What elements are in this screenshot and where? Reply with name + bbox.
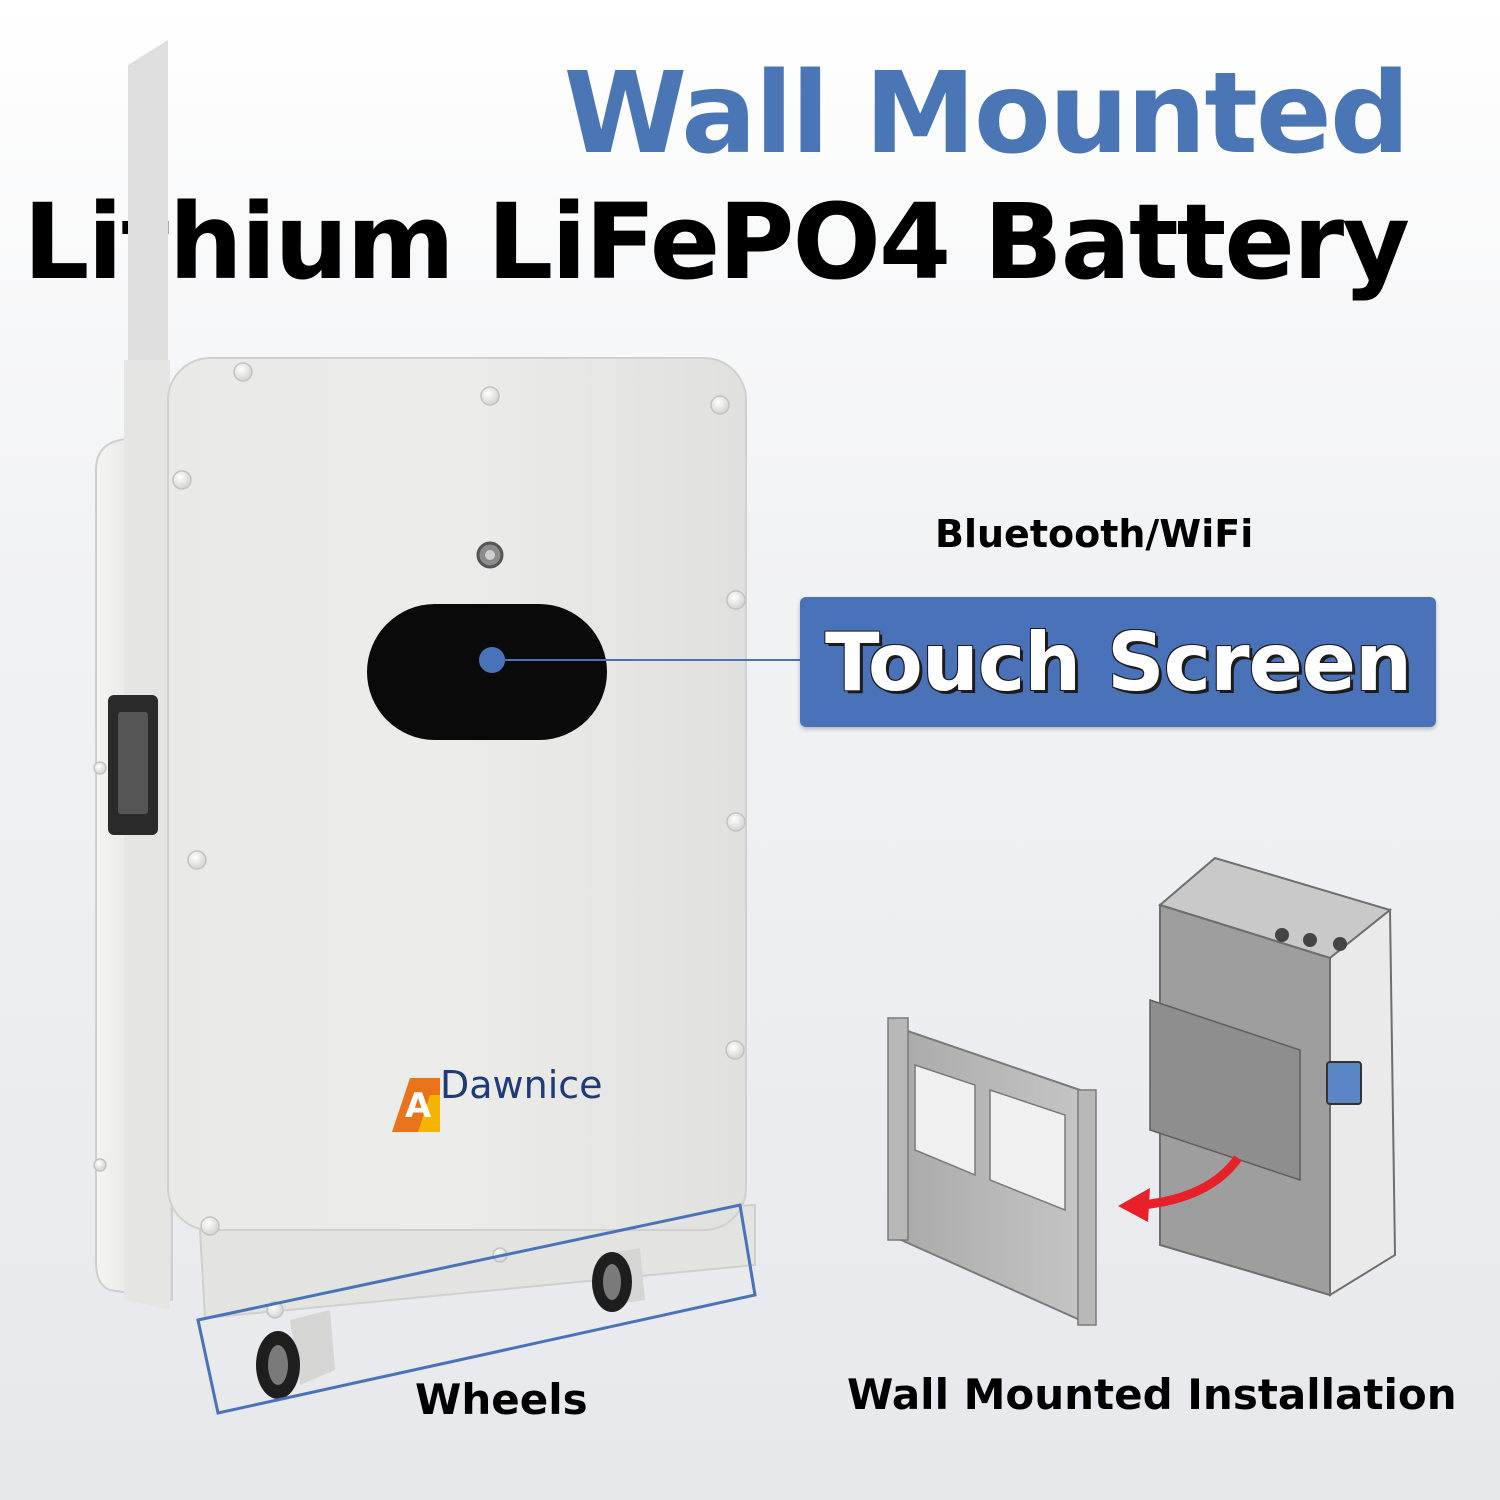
installation-label: Wall Mounted Installation [847,1370,1457,1419]
callout-dot [479,647,505,673]
caster-wheels [256,1248,645,1399]
mounted-battery-illustration [1149,856,1397,1297]
touch-screen-badge: Touch Screen [800,597,1436,727]
wheels-label: Wheels [415,1375,588,1424]
wall-bracket-illustration [887,1017,1097,1326]
headline-line-1: Wall Mounted [563,49,1410,179]
wheels-highlight-box [196,1203,757,1415]
brand-logo-letter: A [405,1086,432,1126]
connectivity-label: Bluetooth/WiFi [935,512,1254,556]
dawnice-logo [392,1078,440,1132]
touch-screen-label: Touch Screen [824,615,1412,709]
brand-name: Dawnice [440,1063,603,1107]
headline-line-2: Lithium LiFePO4 Battery [23,181,1410,303]
battery-cabinet [93,40,756,1320]
install-arrow-icon [1141,1155,1242,1210]
